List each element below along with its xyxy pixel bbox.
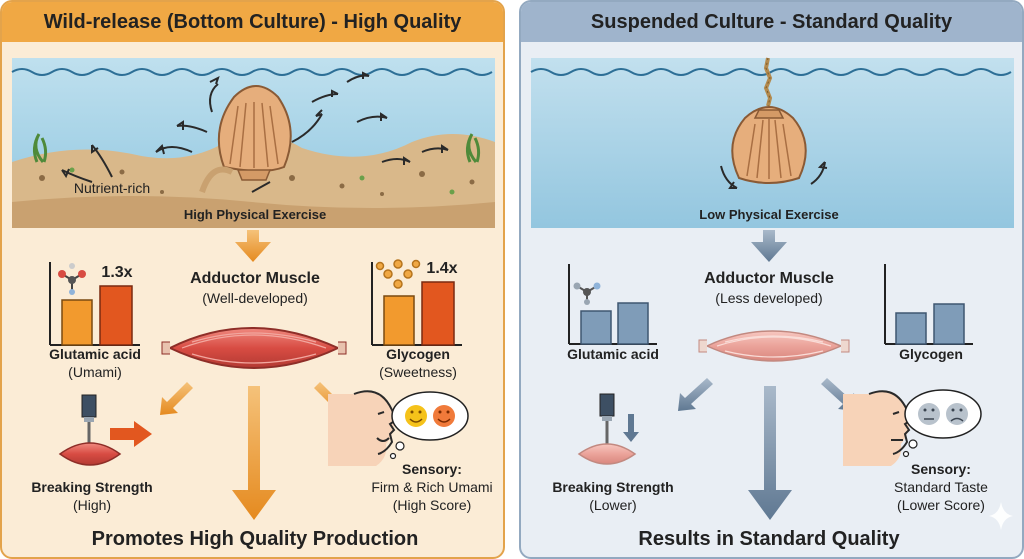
strength-arrow-icon <box>623 414 639 442</box>
left-sensory-line1: Firm & Rich Umami <box>371 479 493 495</box>
scallop-shell-icon <box>731 106 807 184</box>
glycogen-chart <box>371 259 462 346</box>
adductor-muscle-icon <box>161 327 347 369</box>
seabed-pebbles <box>39 169 475 196</box>
right-muscle-title: Adductor Muscle <box>704 270 834 287</box>
glutamic-bar-baseline <box>61 299 93 346</box>
small-muscle-icon <box>58 442 122 466</box>
left-glutamic-subtitle: (Umami) <box>68 364 122 380</box>
right-muscle-subtitle: (Less developed) <box>715 290 823 306</box>
seaweed-left <box>32 133 48 163</box>
right-panel-title: Suspended Culture - Standard Quality <box>521 2 1022 42</box>
probe-icon <box>599 393 615 448</box>
right-exercise-label: Low Physical Exercise <box>699 207 839 222</box>
left-muscle-subtitle: (Well-developed) <box>202 290 308 306</box>
left-sensory-label: Sensory: <box>402 461 462 477</box>
left-glycogen-label: Glycogen <box>386 346 450 362</box>
glutamic-bar-suspended <box>617 302 649 345</box>
neutral-emoji-icon <box>918 403 940 425</box>
yum-emoji-icon <box>433 405 455 427</box>
right-sensory-line1: Standard Taste <box>894 479 988 495</box>
thought-bubble <box>902 389 982 458</box>
glycogen-bar-baseline <box>895 312 927 345</box>
happy-face-icon <box>328 390 398 466</box>
motion-arrows <box>61 71 449 193</box>
left-breaking-label: Breaking Strength <box>31 479 153 495</box>
glutamic-acid-chart <box>49 262 140 346</box>
glutamic-multiplier: 1.3x <box>101 264 133 281</box>
right-breaking-subtitle: (Lower) <box>589 497 637 513</box>
glycogen-bar-wild <box>421 281 455 346</box>
glutamic-bar-wild <box>99 285 133 346</box>
wild-release-panel: Wild-release (Bottom Culture) - High Qua… <box>0 0 505 559</box>
right-glutamic-label: Glutamic acid <box>567 346 659 362</box>
glycogen-bar-baseline <box>383 295 415 346</box>
sad-emoji-icon <box>946 403 968 425</box>
glutamic-bar-baseline <box>580 310 612 345</box>
glycogen-bar-suspended <box>933 303 965 345</box>
right-breaking-label: Breaking Strength <box>552 479 674 495</box>
left-glycogen-subtitle: (Sweetness) <box>379 364 457 380</box>
left-exercise-label: High Physical Exercise <box>183 207 327 222</box>
right-illustration <box>530 57 1014 530</box>
left-footer: Promotes High Quality Production <box>91 528 419 550</box>
left-breaking-subtitle: (High) <box>72 497 112 513</box>
left-glutamic-label: Glutamic acid <box>49 346 141 362</box>
adductor-muscle-icon <box>698 330 850 362</box>
strength-arrow-icon <box>110 421 152 447</box>
exercise-to-muscle-arrow <box>235 230 271 262</box>
muscle-to-breaking-arrow <box>678 378 713 411</box>
glycogen-chart <box>884 264 973 345</box>
right-sensory-line2: (Lower Score) <box>897 497 985 513</box>
left-muscle-title: Adductor Muscle <box>190 270 320 287</box>
muscle-to-quality-arrow <box>748 386 792 520</box>
thought-bubble <box>389 391 469 460</box>
water-surface <box>11 68 493 76</box>
sparkle-icon <box>989 502 1013 530</box>
glycogen-multiplier: 1.4x <box>426 260 458 277</box>
neutral-face-icon <box>843 390 913 466</box>
glycogen-molecule-icon <box>375 259 421 289</box>
suspended-culture-panel: Suspended Culture - Standard Quality <box>519 0 1024 559</box>
small-muscle-icon <box>577 443 637 465</box>
nutrient-rich-label: Nutrient-rich <box>73 180 151 196</box>
exercise-to-muscle-arrow <box>751 230 787 262</box>
left-panel-title: Wild-release (Bottom Culture) - High Qua… <box>2 2 503 42</box>
glutamic-molecule-icon <box>573 282 601 305</box>
right-sensory-label: Sensory: <box>911 461 971 477</box>
left-sensory-line2: (High Score) <box>392 497 472 513</box>
right-footer: Results in Standard Quality <box>638 528 900 550</box>
left-illustration <box>11 58 495 520</box>
muscle-to-breaking-arrow <box>160 382 193 415</box>
muscle-to-quality-arrow <box>232 386 276 520</box>
glutamic-acid-chart <box>568 264 657 345</box>
right-glycogen-label: Glycogen <box>899 346 963 362</box>
motion-arrows <box>720 161 828 189</box>
smile-emoji-icon <box>405 405 427 427</box>
scallop-shell-icon <box>217 85 292 181</box>
water-surface <box>530 68 1012 76</box>
glutamic-molecule-icon <box>58 263 86 295</box>
seaweed-right <box>465 133 481 163</box>
probe-icon <box>81 394 97 448</box>
